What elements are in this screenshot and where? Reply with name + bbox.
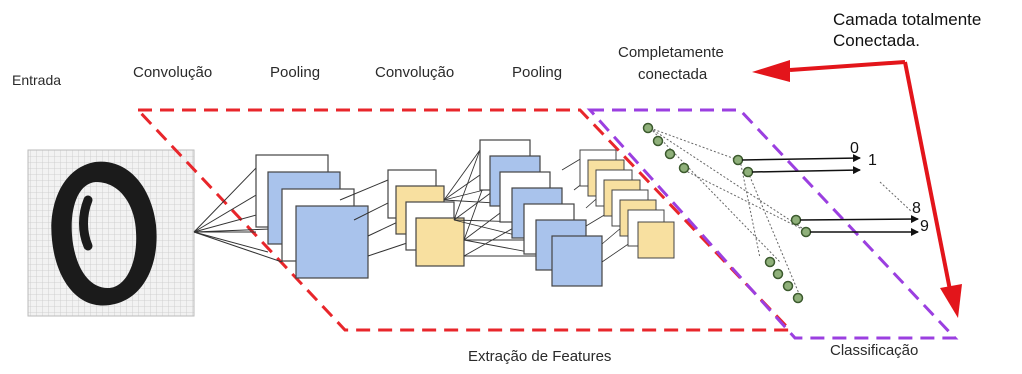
pool1-feature-maps (387, 169, 465, 267)
annotation-arrows (752, 60, 962, 318)
stage-label-conv2: Convolução (375, 64, 455, 81)
input-image (27, 149, 195, 317)
stage-label-fc-line1: Completamente (618, 44, 724, 61)
fc-neurons (642, 122, 812, 304)
conv2-feature-maps (479, 139, 603, 287)
annotation-line1: Camada totalmente (833, 10, 982, 29)
annotation-line2: Conectada. (833, 31, 920, 50)
stage-label-fc-line2: conectada (638, 66, 708, 83)
region-label-classification: Classificação (830, 342, 919, 359)
output-label-8: 8 (912, 200, 921, 217)
classification-region (586, 108, 959, 340)
output-label-0: 0 (850, 140, 859, 157)
fc-dotted-connections (649, 127, 913, 297)
region-label-features: Extração de Features (468, 348, 612, 365)
output-label-1: 1 (868, 152, 877, 169)
stage-label-input: Entrada (12, 72, 62, 88)
feature-extraction-region (134, 108, 794, 332)
stage-label-conv1: Convolução (133, 64, 213, 81)
output-arrows (741, 154, 919, 236)
handwritten-zero-glyph (51, 161, 157, 306)
pool2-feature-maps (579, 149, 675, 259)
conv1-feature-maps (255, 154, 369, 279)
stage-label-pool1: Pooling (270, 64, 321, 81)
stage-label-pool2: Pooling (512, 64, 563, 81)
output-label-9: 9 (920, 218, 929, 235)
